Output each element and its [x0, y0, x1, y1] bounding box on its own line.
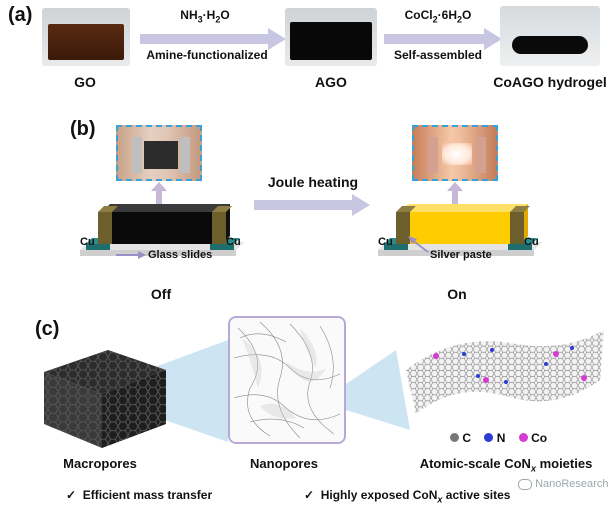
legend-n-marker — [484, 433, 494, 442]
check-icon: ✓ — [304, 488, 315, 502]
watermark: NanoResearch — [518, 478, 608, 490]
coago-vial — [500, 6, 600, 66]
watermark-text: NanoResearch — [535, 478, 609, 490]
glass-slides-pointer — [116, 251, 146, 259]
legend-c-marker — [450, 433, 459, 442]
step1-top-label: NH3·H2O — [180, 8, 230, 25]
legend-c-label: C — [462, 431, 472, 445]
off-device — [80, 204, 244, 256]
panel-c-label: (c) — [35, 318, 60, 340]
go-vial — [42, 8, 130, 66]
silver-paste-label: Silver paste — [430, 249, 492, 261]
on-cu-left: Cu — [378, 236, 393, 248]
panel-a-label: (a) — [8, 4, 33, 26]
step2-bottom-label: Self-assembled — [393, 48, 483, 62]
bullet-mass-transfer-text: Efficient mass transfer — [82, 488, 213, 502]
check-icon: ✓ — [66, 488, 77, 502]
joule-heating-label: Joule heating — [267, 174, 359, 190]
off-cu-left: Cu — [80, 236, 95, 248]
macropores-title: Macropores — [63, 456, 137, 471]
legend-n-label: N — [496, 431, 506, 445]
nanopores-title: Nanopores — [250, 456, 318, 471]
wechat-icon — [518, 478, 532, 490]
on-cu-right: Cu — [524, 236, 539, 248]
off-state-label: Off — [150, 286, 172, 302]
legend-co-marker — [518, 433, 528, 442]
nanopore-box — [228, 316, 346, 444]
on-photo — [412, 125, 498, 181]
silver-paste-pointer — [408, 236, 429, 253]
legend-co-label: Co — [531, 431, 548, 445]
macropore-block — [44, 350, 166, 448]
ago-vial — [285, 8, 377, 66]
coago-caption: CoAGO hydrogel — [493, 74, 607, 90]
panel-b-label: (b) — [70, 118, 96, 140]
bullet-active-sites: ✓ Highly exposed CoNx active sites — [304, 488, 511, 505]
joule-heating-arrow — [254, 194, 370, 216]
go-caption: GO — [74, 74, 96, 90]
step2-arrow — [384, 28, 502, 50]
on-state-label: On — [447, 286, 467, 302]
off-photo — [116, 125, 202, 181]
ago-caption: AGO — [315, 74, 347, 90]
bullet-mass-transfer: ✓ Efficient mass transfer — [66, 488, 212, 502]
off-cu-right: Cu — [226, 236, 241, 248]
step1-arrow — [140, 28, 286, 50]
on-up-arrow — [447, 182, 463, 204]
legend: C N Co — [450, 431, 547, 445]
on-device — [378, 204, 542, 256]
step1-bottom-label: Amine-functionalized — [146, 48, 268, 62]
nanopore-sheets — [233, 321, 341, 439]
atomic-scale-title: Atomic-scale CoNx moieties — [419, 456, 593, 474]
step2-top-label: CoCl2·6H2O — [404, 8, 472, 25]
glass-slides-label: Glass slides — [148, 249, 213, 261]
graphene-sheet — [406, 330, 604, 414]
off-up-arrow — [151, 182, 167, 204]
